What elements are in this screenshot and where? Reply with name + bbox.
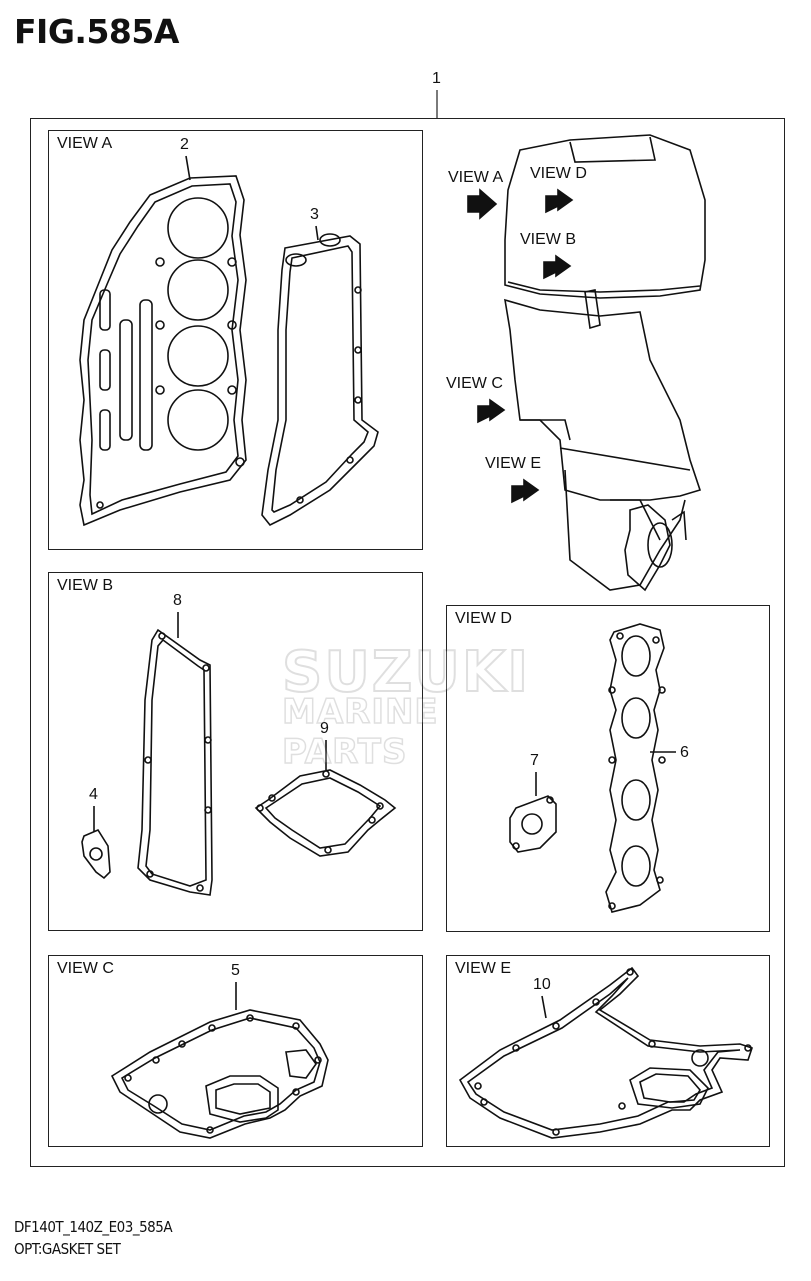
motor-tag-view-e: VIEW E xyxy=(485,455,542,472)
callout-4: 4 xyxy=(89,786,98,803)
cylinder-head-gasket-outline xyxy=(79,175,247,527)
watermark-line-2: MARINE PARTS xyxy=(281,691,439,773)
arrow-view-a xyxy=(467,188,498,220)
watermark-line-1: SUZUKI xyxy=(281,639,531,706)
panel-view-e: VIEW E xyxy=(446,955,770,1147)
motor-tag-view-a: VIEW A xyxy=(448,169,504,186)
panel-label-view-b: VIEW B xyxy=(57,577,114,594)
arrow-view-e xyxy=(511,478,540,504)
callout-10: 10 xyxy=(533,976,551,993)
panel-label-view-d: VIEW D xyxy=(455,610,512,627)
callout-1: 1 xyxy=(432,70,441,87)
panel-view-d: VIEW D xyxy=(446,605,770,932)
panel-view-a: VIEW A xyxy=(48,130,423,550)
footer-description: OPT:GASKET SET xyxy=(14,1240,121,1258)
panel-view-c: VIEW C xyxy=(48,955,423,1147)
suzuki-watermark-logo: SUZUKI MARINE PARTS xyxy=(222,639,562,773)
callout-7: 7 xyxy=(530,752,539,769)
figure-title: FIG.585A xyxy=(14,12,179,51)
footer-model-code: DF140T_140Z_E03_585A xyxy=(14,1218,173,1236)
arrow-view-d xyxy=(545,188,574,214)
callout-9: 9 xyxy=(320,720,329,737)
arrow-view-c xyxy=(477,398,506,424)
callout-3: 3 xyxy=(310,206,319,223)
arrow-view-b xyxy=(543,254,572,280)
motor-tag-view-d: VIEW D xyxy=(530,165,587,182)
panel-label-view-e: VIEW E xyxy=(455,960,512,977)
motor-tag-view-b: VIEW B xyxy=(520,231,577,248)
callout-6: 6 xyxy=(680,744,689,761)
callout-2: 2 xyxy=(180,136,189,153)
panel-label-view-a: VIEW A xyxy=(57,135,113,152)
diagram-frame xyxy=(30,118,785,1167)
panel-view-b: VIEW B xyxy=(48,572,423,931)
callout-8: 8 xyxy=(173,592,182,609)
callout-5: 5 xyxy=(231,962,240,979)
cover-gasket-outline xyxy=(261,235,379,527)
panel-label-view-c: VIEW C xyxy=(57,960,114,977)
motor-tag-view-c: VIEW C xyxy=(446,375,503,392)
